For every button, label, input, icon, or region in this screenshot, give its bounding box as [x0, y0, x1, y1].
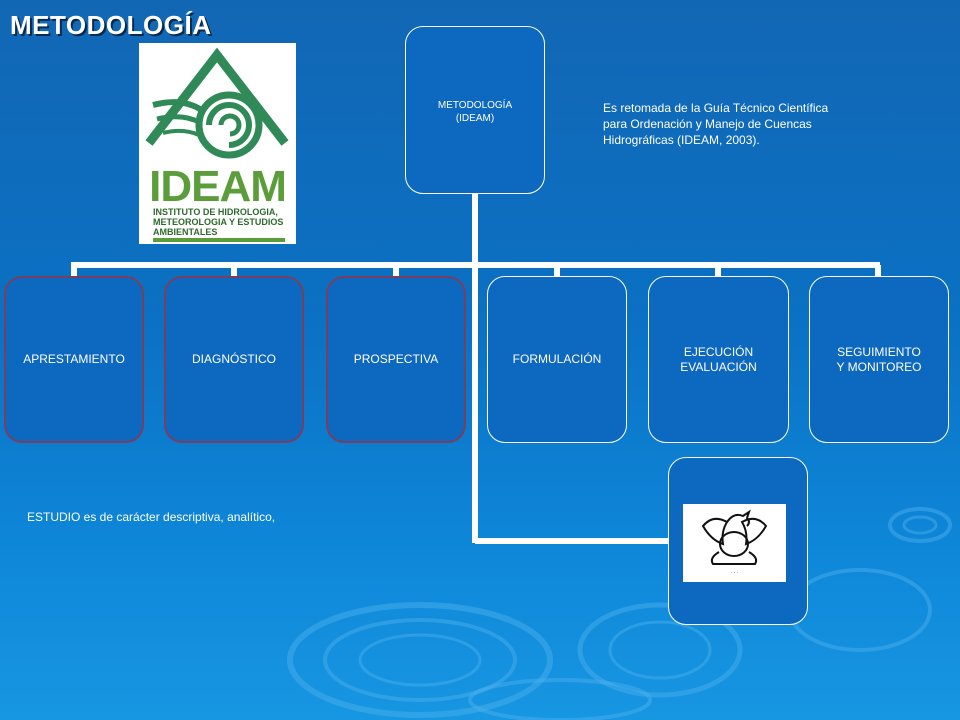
root-title: METODOLOGÍA	[437, 100, 513, 111]
emblem-caption-icon: · · ·	[730, 570, 739, 576]
phase-label: FORMULACIÓN	[512, 352, 602, 366]
study-note: ESTUDIO es de carácter descriptiva, anal…	[27, 510, 276, 524]
phase-label: PROSPECTIVA	[353, 352, 439, 366]
root-node-methodology: METODOLOGÍA (IDEAM)	[405, 26, 545, 194]
municipality-emblem: · · ·	[683, 504, 786, 582]
phase-label: APRESTAMIENTO	[23, 352, 125, 366]
slide-title: METODOLOGÍA	[10, 10, 212, 40]
phase-label-2: Y MONITOREO	[836, 359, 922, 374]
phase-label-2: EVALUACIÓN	[680, 359, 757, 374]
dragon-emblem-icon	[701, 509, 768, 565]
phase-prospectiva: PROSPECTIVA	[326, 276, 466, 443]
phase-diagnostico: DIAGNÓSTICO	[164, 276, 304, 443]
logo-underline	[153, 238, 285, 242]
root-subtitle: (IDEAM)	[455, 113, 495, 124]
phase-aprestamiento: APRESTAMIENTO	[4, 276, 144, 443]
ideam-logo: IDEAM INSTITUTO DE HIDROLOGIA, METEOROLO…	[139, 43, 296, 244]
methodology-description: Es retomada de la Guía Técnico Científic…	[603, 101, 829, 147]
phase-label: EJECUCIÓN	[683, 344, 754, 359]
logo-wordmark: IDEAM	[149, 162, 287, 211]
logo-tagline: INSTITUTO DE HIDROLOGIA, METEOROLOGIA Y …	[153, 207, 284, 237]
phase-label: SEGUIMIENTO	[837, 344, 921, 359]
phase-label: DIAGNÓSTICO	[191, 352, 276, 366]
ideam-emblem-icon	[145, 47, 289, 159]
phase-formulacion: FORMULACIÓN	[487, 276, 627, 443]
